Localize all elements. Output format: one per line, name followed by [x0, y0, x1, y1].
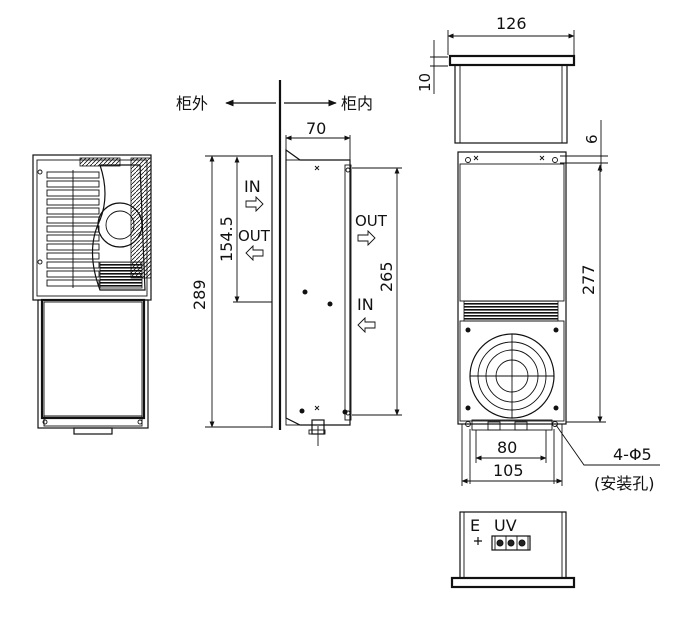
label-in-right: IN [357, 295, 374, 314]
side-body [285, 148, 351, 426]
dim-80: 80 [497, 438, 517, 457]
dim-265: 265 [377, 261, 396, 292]
out-arrow-left [245, 244, 264, 262]
dim-105: 105 [493, 461, 524, 480]
in-arrow-right [357, 316, 376, 334]
top-view-body [454, 64, 568, 144]
bottom-connector [73, 427, 113, 435]
label-in-left: IN [244, 177, 261, 196]
label-out-left: OUT [238, 227, 271, 245]
dim-277: 277 [579, 264, 598, 295]
grille [46, 170, 100, 288]
right-views: 126 10 6 [416, 14, 660, 589]
front-fins [463, 300, 559, 322]
terminal-uv-label: UV [494, 516, 517, 535]
in-arrow-left [245, 195, 264, 213]
mount-holes-note: (安装孔) [594, 474, 655, 493]
dim-6: 6 [583, 134, 601, 144]
front-view-body [457, 151, 567, 425]
cutaway [91, 164, 146, 291]
earth-symbol [474, 537, 482, 545]
mount-holes-label: 4-Φ5 [613, 445, 652, 464]
dim-10: 10 [416, 73, 434, 92]
mount-hole-leader [555, 424, 660, 466]
bottom-view-plate [450, 576, 576, 589]
dim-70: 70 [306, 119, 326, 138]
label-inside: 柜内 [341, 94, 373, 113]
left-front-view [32, 154, 152, 435]
terminal-block [491, 535, 531, 551]
dim-289: 289 [190, 279, 209, 310]
top-view-plate [448, 54, 576, 67]
dim-154: 154.5 [217, 216, 236, 262]
dim-126: 126 [496, 14, 527, 33]
front-upper-panel [459, 163, 565, 302]
lower-panel [37, 299, 149, 429]
label-outside: 柜外 [176, 94, 208, 113]
out-arrow-right [357, 229, 376, 247]
label-out-right: OUT [355, 212, 388, 230]
terminal-e-label: E [470, 516, 480, 535]
side-view: 柜外 柜内 70 289 154.5 IN OUT OUT IN 265 [176, 80, 402, 446]
